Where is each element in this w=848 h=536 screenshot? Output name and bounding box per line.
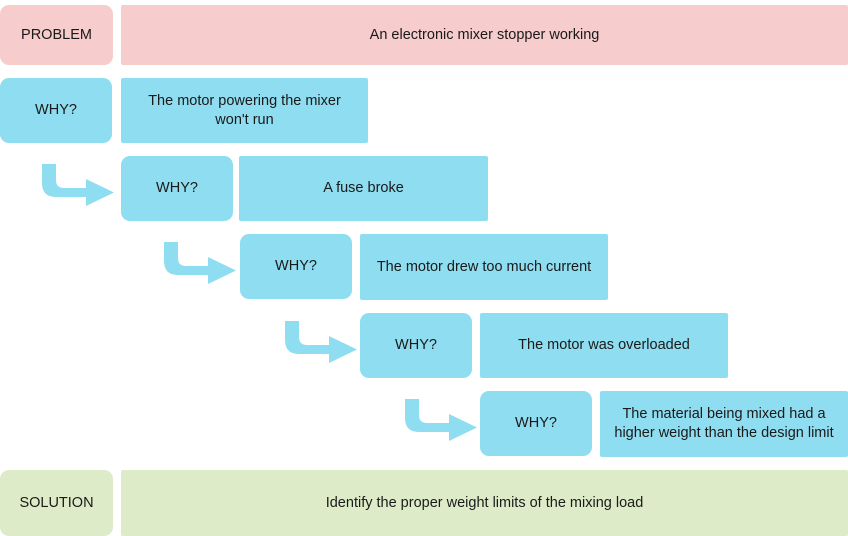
why-answer-1: The motor powering the mixer won't run <box>121 78 368 143</box>
why-answer-3: The motor drew too much current <box>360 234 608 300</box>
why-label-4: WHY? <box>360 313 472 378</box>
why-label-5: WHY? <box>480 391 592 456</box>
elbow-arrow-icon-2 <box>136 242 236 298</box>
problem-label: PROBLEM <box>0 5 113 65</box>
why-answer-4: The motor was overloaded <box>480 313 728 378</box>
elbow-arrow-icon-4 <box>377 399 477 455</box>
solution-label: SOLUTION <box>0 470 113 536</box>
solution-statement: Identify the proper weight limits of the… <box>121 470 848 536</box>
elbow-arrow-icon-3 <box>257 321 357 377</box>
why-label-2: WHY? <box>121 156 233 221</box>
problem-statement: An electronic mixer stopper working <box>121 5 848 65</box>
why-answer-2: A fuse broke <box>239 156 488 221</box>
why-label-1: WHY? <box>0 78 112 143</box>
why-label-3: WHY? <box>240 234 352 299</box>
why-answer-5: The material being mixed had a higher we… <box>600 391 848 457</box>
elbow-arrow-icon-1 <box>14 164 114 220</box>
